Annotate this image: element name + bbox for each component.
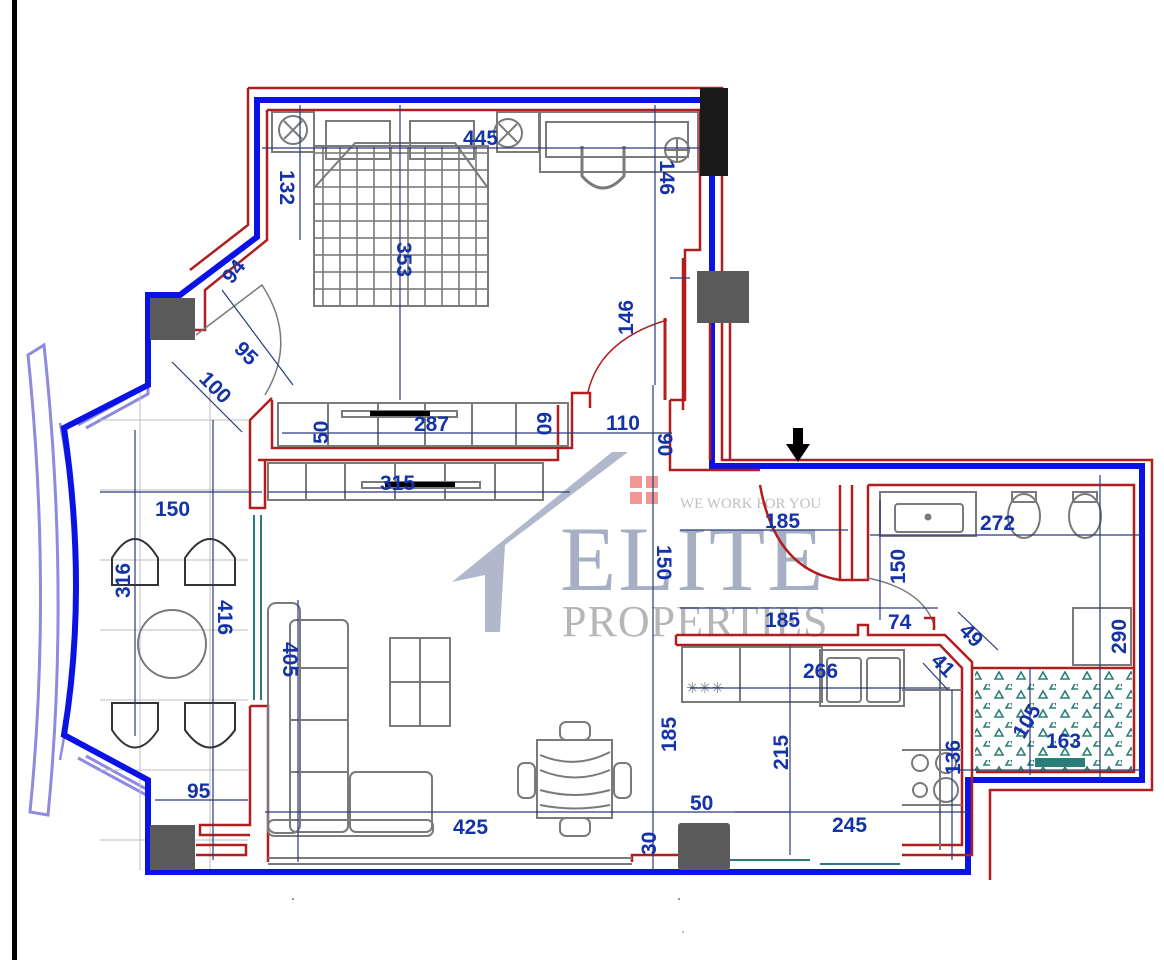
dim-kitchen-215: 215 <box>770 735 793 770</box>
watermark-logo-icon <box>630 476 658 504</box>
wardrobe <box>267 402 569 501</box>
kitchen-sink <box>819 649 905 707</box>
column <box>678 823 730 870</box>
watermark: WE WORK FOR YOU ELITE PROPERTIES <box>452 452 829 646</box>
dim-living-425: 425 <box>453 816 488 839</box>
bedroom-furniture <box>271 111 699 307</box>
dim-door-95: 95 <box>229 337 262 370</box>
dim-kitchen-245: 245 <box>832 814 867 837</box>
dim-wardrobe-60: 60 <box>532 412 555 435</box>
dim-hall-150: 150 <box>652 545 675 580</box>
balcony-floor-tiles <box>100 390 248 870</box>
dim-living-185: 185 <box>658 717 681 752</box>
lamp-icon <box>493 118 523 148</box>
kitchen-fixtures: ✳✳✳ <box>681 646 962 850</box>
dim-hall-90: 90 <box>653 433 676 456</box>
dim-bath-49: 49 <box>954 619 987 652</box>
page-frame-border <box>12 0 17 960</box>
dim-hall-185-bottom: 185 <box>765 609 800 632</box>
dim-bath-150: 150 <box>887 549 910 584</box>
dim-living-405: 405 <box>278 642 301 677</box>
dim-balcony-95: 95 <box>187 780 211 803</box>
dim-balcony-150: 150 <box>155 498 190 521</box>
dim-hall-146: 146 <box>615 300 638 335</box>
dim-bed-right: 146 <box>655 160 678 195</box>
living-furniture <box>267 602 632 837</box>
shower-drain <box>1035 758 1085 767</box>
plant-icon <box>664 137 690 163</box>
lamp-icon <box>278 115 308 145</box>
column <box>150 825 195 870</box>
dim-wardrobe-50: 50 <box>310 421 333 444</box>
dim-shower-163: 163 <box>1046 730 1081 753</box>
dim-living-30: 30 <box>638 832 661 855</box>
dim-bed-width: 445 <box>463 127 498 150</box>
speck <box>682 931 684 933</box>
dimension-lines <box>100 105 1140 870</box>
watermark-brand: ELITE <box>560 508 825 610</box>
dim-kitchen-136: 136 <box>942 740 965 775</box>
corner-sofa <box>267 602 434 837</box>
watermark-sub: PROPERTIES <box>562 597 829 646</box>
washing-machine <box>1072 607 1132 666</box>
dim-balcony-316: 316 <box>112 563 135 598</box>
entrance-arrow-icon <box>786 428 810 462</box>
dim-column-50: 50 <box>690 792 713 815</box>
stove-icon <box>911 752 959 803</box>
dining-table <box>517 721 632 837</box>
shower-floor <box>975 671 1132 771</box>
dim-bath-272: 272 <box>980 512 1015 535</box>
dim-wardrobe-287: 287 <box>414 413 449 436</box>
structural-columns <box>150 88 749 870</box>
column <box>150 298 195 340</box>
dim-balcony-416: 416 <box>213 600 236 635</box>
outer-wall <box>60 97 1145 875</box>
dim-kitchen-266: 266 <box>803 660 838 683</box>
bathroom-fixtures <box>879 491 1132 666</box>
doors <box>195 283 936 630</box>
windows <box>253 515 900 865</box>
coffee-table <box>389 637 451 727</box>
dim-bed-depth: 353 <box>392 242 415 277</box>
watermark-tagline: WE WORK FOR YOU <box>680 496 821 512</box>
dim-bed-left: 132 <box>275 170 298 205</box>
dim-hall-185-top: 185 <box>765 510 800 533</box>
dim-hall-110: 110 <box>606 412 640 435</box>
toilet-icon <box>1007 491 1041 539</box>
dim-tv-315: 315 <box>380 472 415 495</box>
column <box>700 88 728 176</box>
dim-bath-290: 290 <box>1108 619 1131 654</box>
bidet-icon <box>1068 491 1102 539</box>
dim-kitchen-41: 41 <box>926 649 959 682</box>
speck <box>292 898 294 900</box>
dim-bath-74: 74 <box>888 611 912 634</box>
column <box>697 271 749 323</box>
speck <box>678 898 680 900</box>
watermark-house-icon <box>452 452 628 632</box>
